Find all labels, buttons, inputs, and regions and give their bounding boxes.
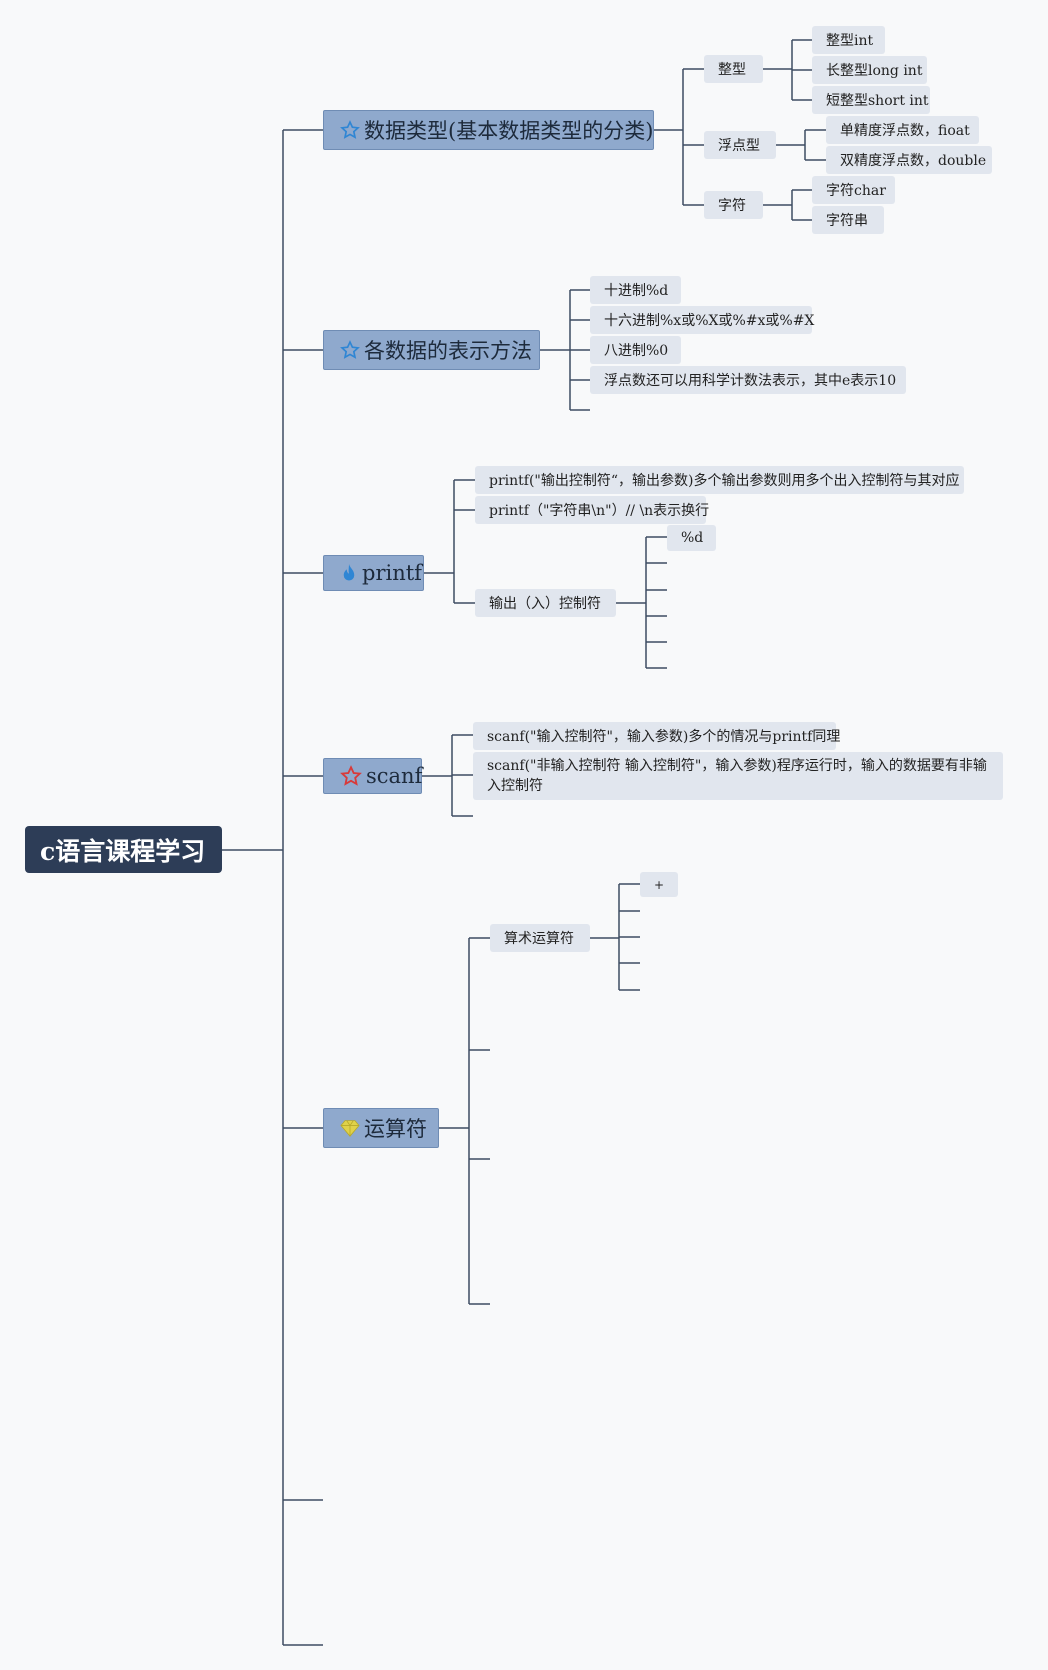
node-decimal[interactable]: 十进制%d [590, 276, 681, 304]
star-outline-icon [340, 340, 360, 360]
node-char-type[interactable]: 字符char [812, 176, 895, 204]
node-integer[interactable]: 整型 [704, 55, 763, 83]
node-arithmetic[interactable]: 算术运算符 [490, 924, 590, 952]
node-short-int[interactable]: 短整型short int [812, 86, 930, 114]
node-format-specifier[interactable]: 输出（入）控制符 [475, 589, 616, 617]
node-scanf-usage[interactable]: scanf("输入控制符"，输入参数)多个的情况与printf同理 [473, 722, 840, 750]
branch-label: 运算符 [364, 1117, 427, 1141]
node-percent-d[interactable]: %d [667, 525, 716, 551]
branch-label: scanf [366, 764, 423, 788]
branch-operators[interactable]: 运算符 [323, 1108, 439, 1148]
node-plus[interactable]: + [640, 872, 678, 897]
node-printf-usage[interactable]: printf("输出控制符“，输出参数)多个输出参数则用多个出入控制符与其对应 [475, 466, 964, 494]
star-outline-red-icon [340, 765, 362, 787]
node-scanf-nonformat[interactable]: scanf("非输入控制符 输入控制符"，输入参数)程序运行时，输入的数据要有非… [473, 752, 1003, 800]
node-double[interactable]: 双精度浮点数，double [826, 146, 992, 174]
node-hex[interactable]: 十六进制%x或%X或%#x或%#X [590, 306, 814, 334]
node-char[interactable]: 字符 [704, 191, 763, 219]
gem-icon [340, 1119, 360, 1137]
branch-label: 各数据的表示方法 [364, 339, 532, 363]
branch-label: 数据类型(基本数据类型的分类) [364, 119, 654, 143]
node-int[interactable]: 整型int [812, 26, 885, 54]
branch-data-types[interactable]: 数据类型(基本数据类型的分类) [323, 110, 654, 150]
branch-printf[interactable]: printf [323, 555, 424, 591]
node-printf-newline[interactable]: printf（"字符串\n"）// \n表示换行 [475, 496, 709, 524]
branch-scanf[interactable]: scanf [323, 758, 422, 794]
root-topic[interactable]: c语言课程学习 [25, 826, 222, 873]
branch-representation[interactable]: 各数据的表示方法 [323, 330, 540, 370]
branch-label: printf [362, 561, 422, 585]
node-octal[interactable]: 八进制%0 [590, 336, 681, 364]
star-outline-icon [340, 120, 360, 140]
node-long-int[interactable]: 长整型long int [812, 56, 927, 84]
node-string[interactable]: 字符串 [812, 206, 884, 234]
node-single-float[interactable]: 单精度浮点数，fioat [826, 116, 979, 144]
node-float[interactable]: 浮点型 [704, 131, 776, 159]
flame-icon [340, 563, 358, 583]
node-scientific[interactable]: 浮点数还可以用科学计数法表示，其中e表示10 [590, 366, 906, 394]
